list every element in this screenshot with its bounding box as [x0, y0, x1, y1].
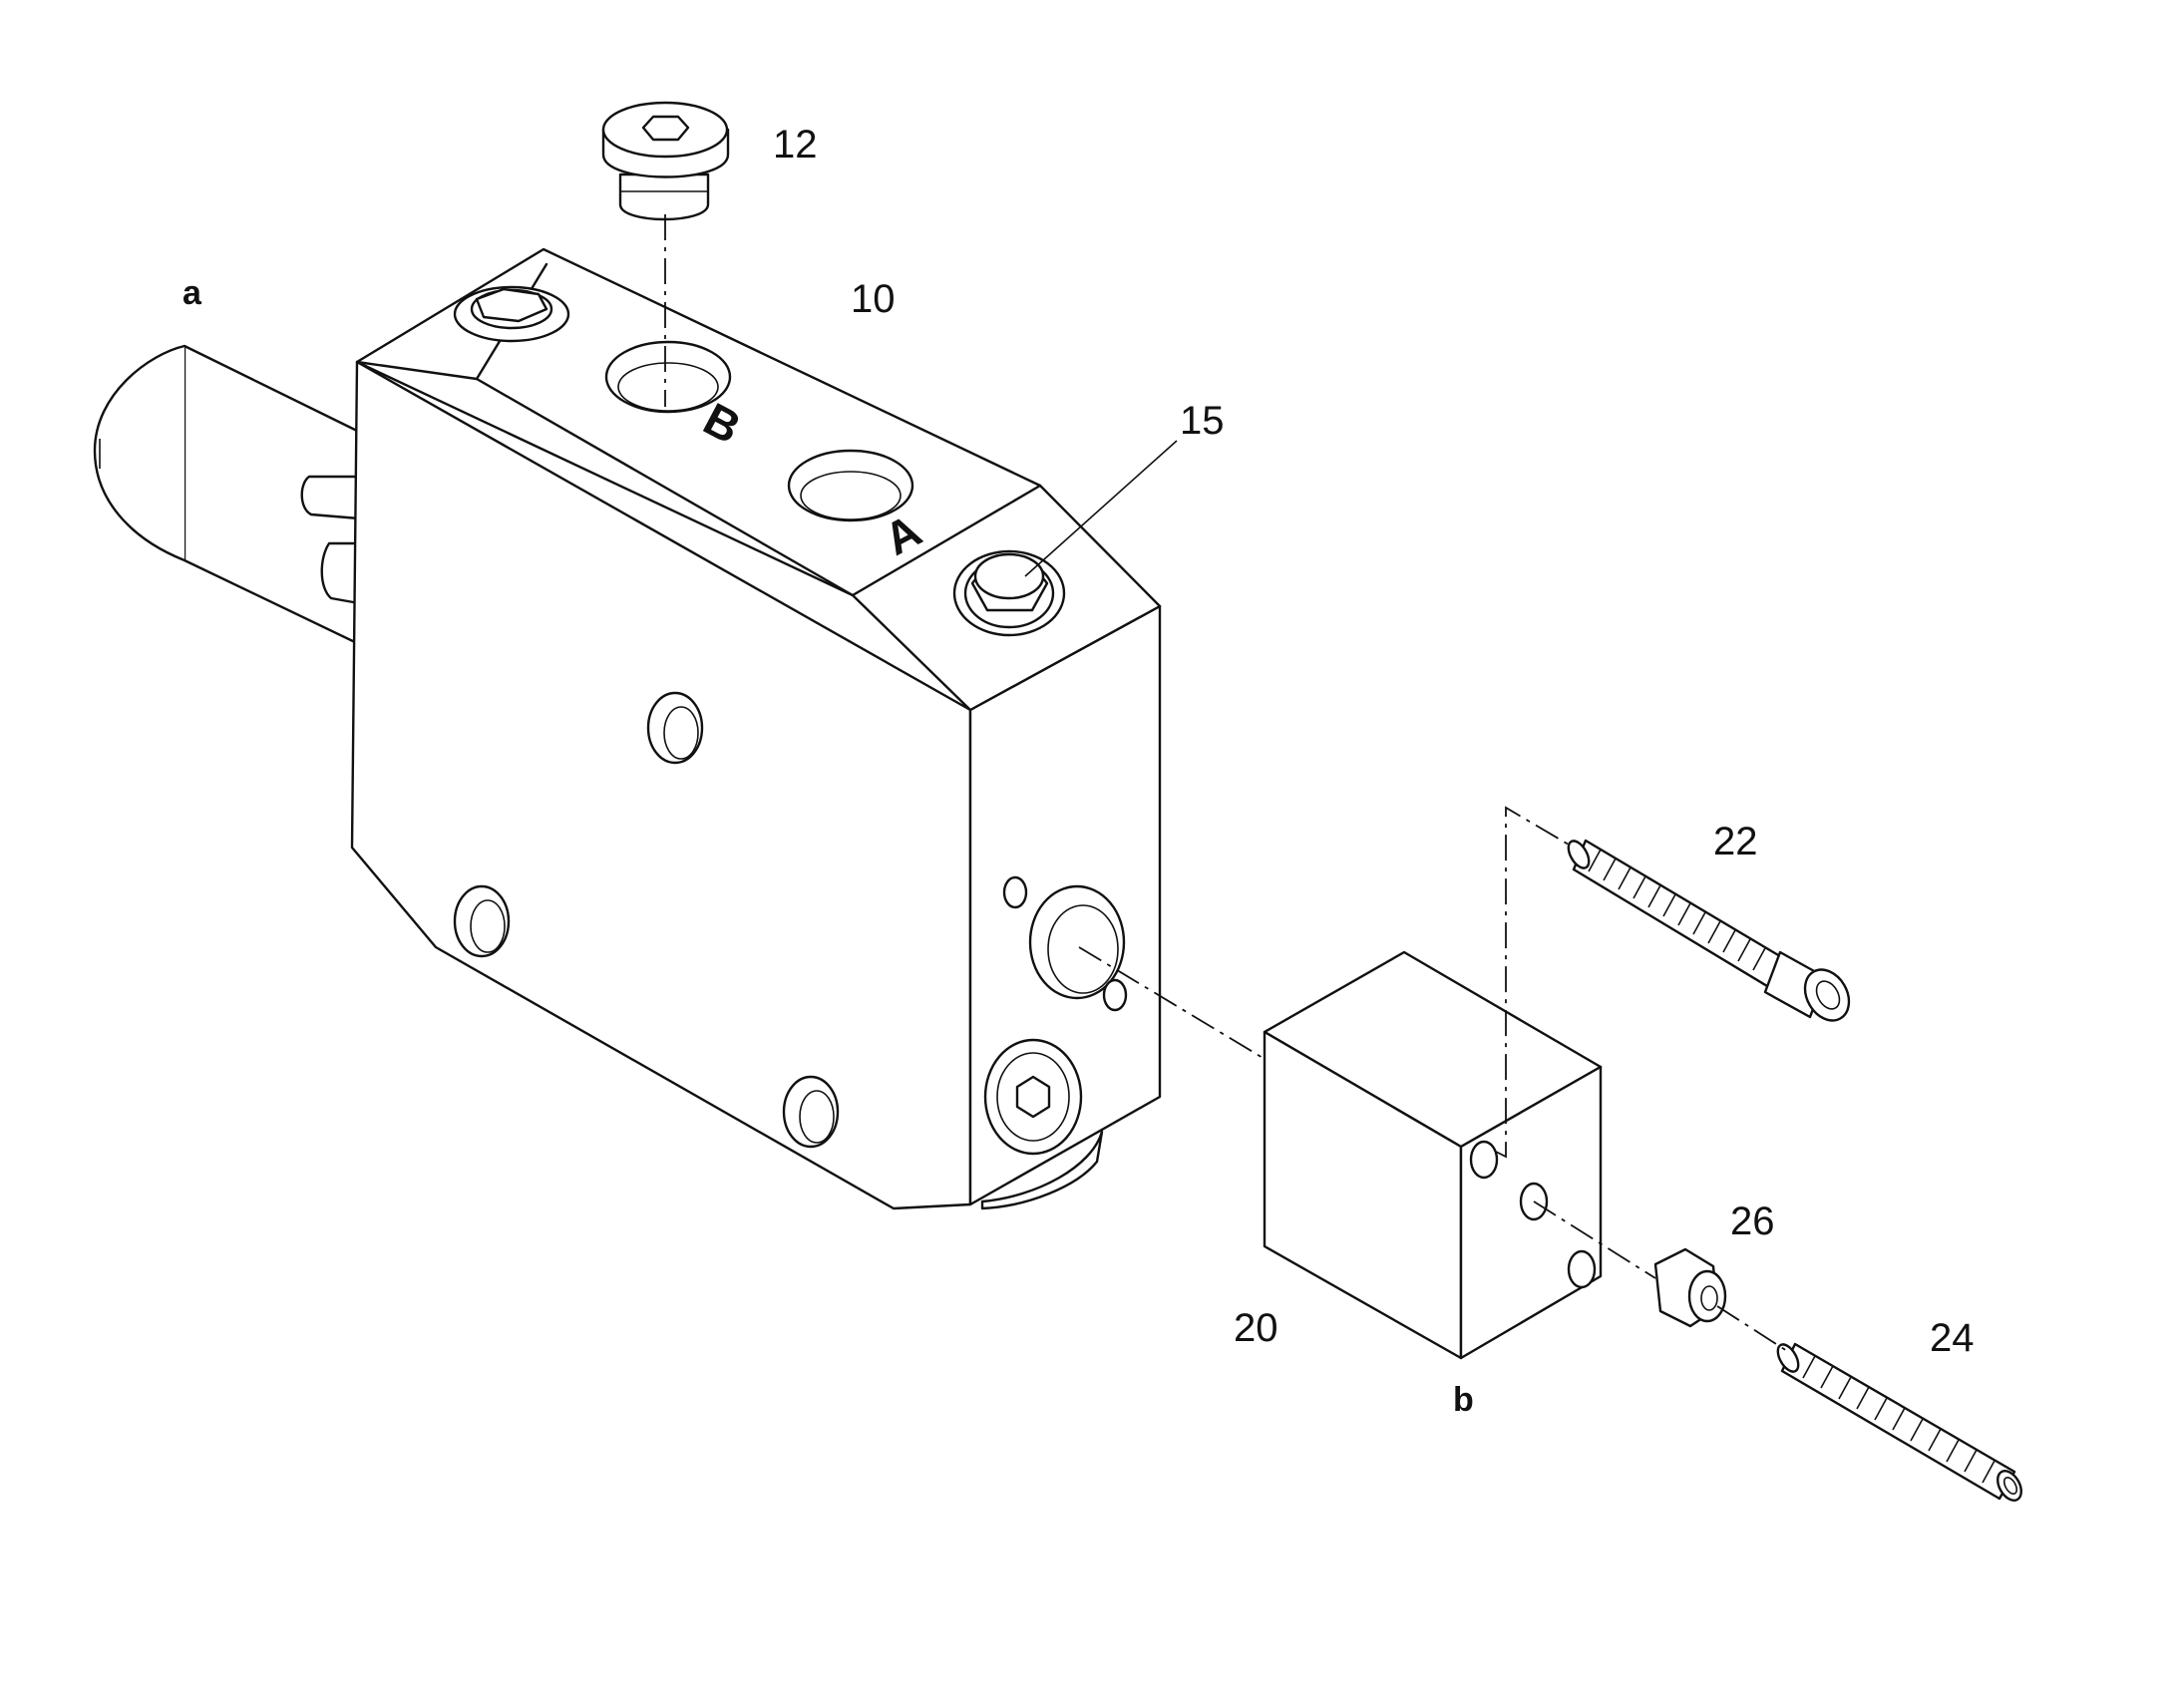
port-b-hole: [604, 340, 732, 414]
nut-26: [1653, 1247, 1727, 1328]
top-plug-small: [453, 285, 570, 343]
side-holes: [453, 691, 840, 1149]
label-item-12: 12: [773, 123, 818, 167]
label-ref-b: b: [1453, 1381, 1474, 1419]
label-item-24: 24: [1930, 1316, 1975, 1360]
label-item-20: 20: [1234, 1306, 1278, 1350]
right-face-ports: [983, 875, 1128, 1156]
port-a-hole: [787, 449, 914, 522]
block-20: [1263, 950, 1603, 1360]
solenoid-coil: [93, 344, 361, 645]
screw-24: [1776, 1342, 2022, 1502]
label-item-22: 22: [1713, 820, 1758, 863]
label-item-15: 15: [1180, 399, 1225, 443]
plug-12: [601, 101, 730, 221]
screw-22: [1567, 839, 1851, 1022]
plug-15: [952, 549, 1066, 637]
label-item-10: 10: [851, 277, 896, 321]
label-ref-a: a: [182, 274, 202, 312]
label-item-26: 26: [1730, 1199, 1775, 1243]
assembly-lines: [664, 214, 1788, 1352]
